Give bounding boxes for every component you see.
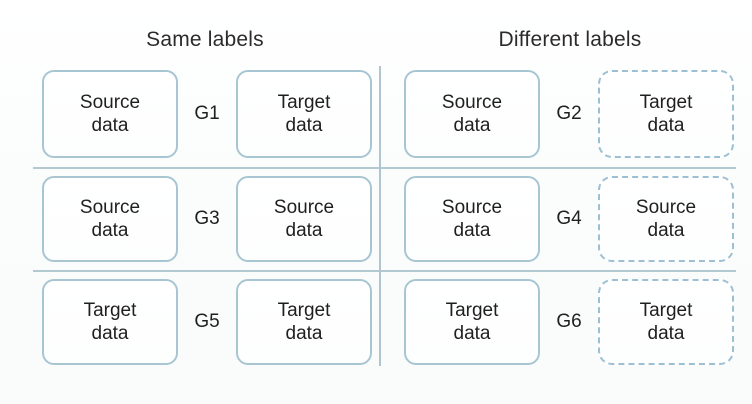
box-label-line1: Source (273, 196, 335, 218)
box-label-line1: Source (79, 196, 141, 218)
box-g2-left: Source data (404, 70, 540, 158)
box-label-line1: Target (277, 299, 331, 321)
cell-g2: Source data G2 Target data (404, 70, 734, 158)
box-label-line1: Source (79, 91, 141, 113)
cell-g1: Source data G1 Target data (42, 70, 372, 158)
box-label-line2: data (285, 323, 323, 344)
box-g2-right: Target data (598, 70, 734, 158)
box-g3-left: Source data (42, 176, 178, 262)
box-g1-left: Source data (42, 70, 178, 158)
box-label-line2: data (91, 220, 129, 241)
box-label-line1: Target (639, 299, 693, 321)
row-divider-2 (33, 270, 736, 272)
row-divider-1 (33, 167, 736, 169)
cell-g4: Source data G4 Source data (404, 176, 734, 262)
box-label-line1: Target (639, 91, 693, 113)
box-g5-right: Target data (236, 279, 372, 365)
box-g4-right: Source data (598, 176, 734, 262)
box-label-line1: Source (635, 196, 697, 218)
box-label-line1: Source (441, 196, 503, 218)
box-label-line1: Target (445, 299, 499, 321)
box-label-line2: data (91, 115, 129, 136)
box-label-line2: data (91, 323, 129, 344)
cell-g5: Target data G5 Target data (42, 279, 372, 365)
box-label-line2: data (647, 115, 685, 136)
cell-g6: Target data G6 Target data (404, 279, 734, 365)
group-label-g6: G6 (556, 311, 582, 332)
box-label-line2: data (647, 220, 685, 241)
group-label-g1: G1 (194, 103, 220, 124)
box-label-line2: data (285, 115, 323, 136)
box-label-line2: data (453, 220, 491, 241)
column-divider (379, 66, 381, 366)
box-label-line2: data (285, 220, 323, 241)
column-title-different-labels: Different labels (498, 28, 642, 51)
box-g6-left: Target data (404, 279, 540, 365)
group-label-g4: G4 (556, 208, 582, 229)
box-g3-right: Source data (236, 176, 372, 262)
group-label-g5: G5 (194, 311, 220, 332)
group-label-g3: G3 (194, 208, 220, 229)
box-g5-left: Target data (42, 279, 178, 365)
cell-g3: Source data G3 Source data (42, 176, 372, 262)
box-label-line2: data (647, 323, 685, 344)
box-label-line1: Source (441, 91, 503, 113)
box-g6-right: Target data (598, 279, 734, 365)
box-g1-right: Target data (236, 70, 372, 158)
column-title-same-labels: Same labels (146, 28, 264, 51)
box-label-line2: data (453, 115, 491, 136)
box-g4-left: Source data (404, 176, 540, 262)
box-label-line1: Target (277, 91, 331, 113)
box-label-line2: data (453, 323, 491, 344)
group-label-g2: G2 (556, 103, 582, 124)
box-label-line1: Target (83, 299, 137, 321)
